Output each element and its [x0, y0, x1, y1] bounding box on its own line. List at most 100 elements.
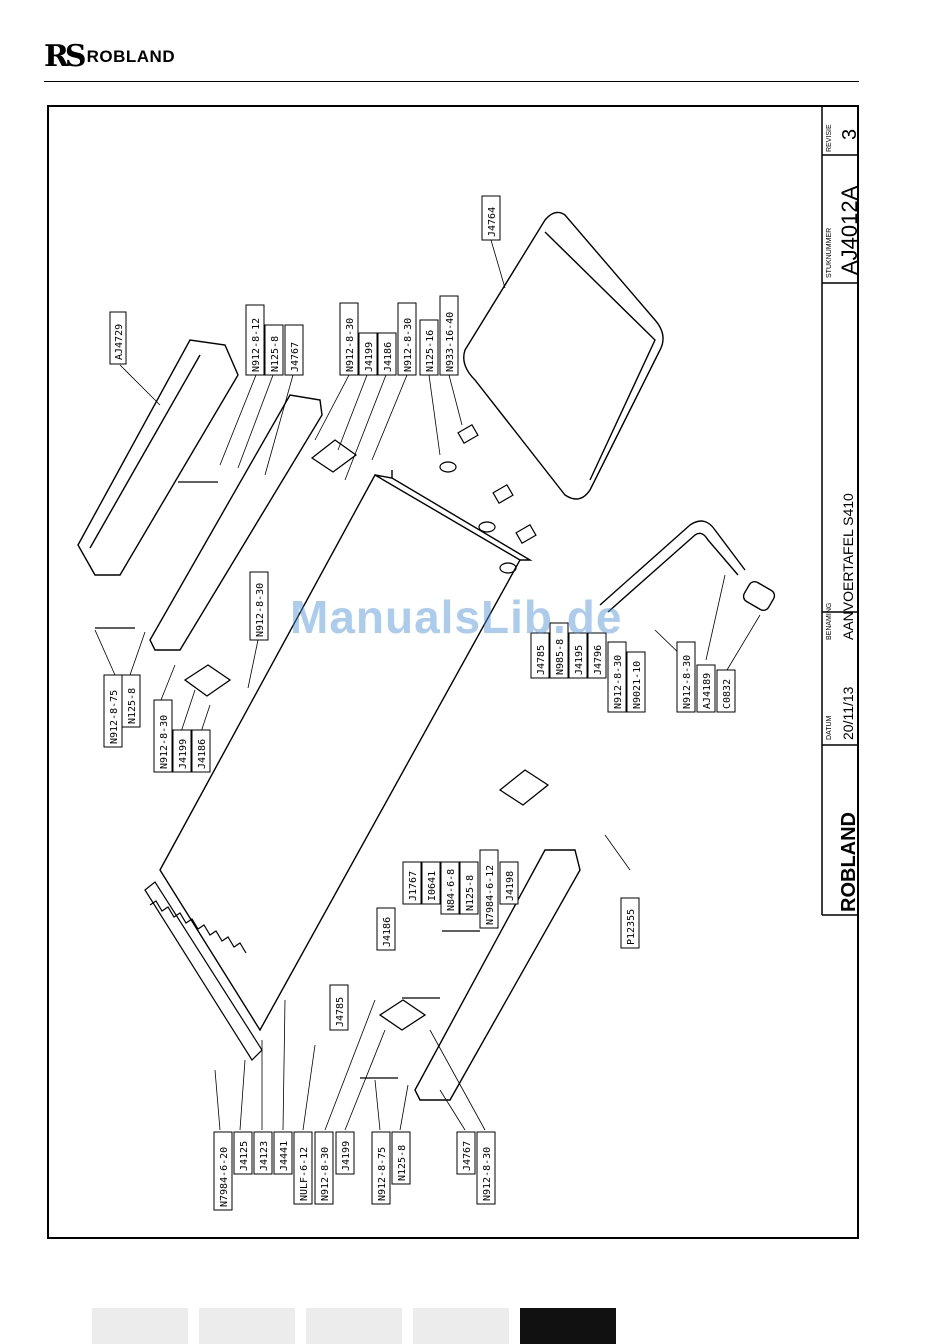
svg-text:J4199: J4199 [341, 1141, 352, 1171]
logo-brand: ROBLAND [86, 47, 176, 66]
svg-text:J4796: J4796 [593, 645, 604, 675]
svg-text:N7984-6-12: N7984-6-12 [485, 865, 496, 925]
svg-text:N933-16-40: N933-16-40 [445, 312, 456, 372]
callout-n912-8-30-a: N912-8-30 [339, 302, 359, 376]
callout-p12355: P12355 [620, 897, 640, 949]
svg-text:N912-8-30: N912-8-30 [403, 318, 414, 372]
callout-j4796: J4796 [587, 632, 607, 679]
svg-text:AJ4189: AJ4189 [702, 673, 713, 709]
scale-strip [144, 881, 263, 1061]
callout-n912-8-12: N912-8-12 [245, 304, 265, 376]
page-tab-4[interactable] [413, 1308, 509, 1344]
svg-text:N912-8-30: N912-8-30 [682, 655, 693, 709]
svg-text:N912-8-30: N912-8-30 [345, 318, 356, 372]
svg-text:N912-8-75: N912-8-75 [377, 1147, 388, 1201]
svg-text:N7984-6-20: N7984-6-20 [219, 1147, 230, 1207]
drawing-frame [47, 105, 859, 1239]
svg-text:J4123: J4123 [259, 1141, 270, 1171]
callout-nulf-6-12: NULF-6-12 [293, 1131, 313, 1205]
callout-j4199-b: J4199 [172, 729, 192, 773]
stuknummer-label: STUKNUMMER [826, 228, 833, 278]
benaming-label: BENAMING [826, 603, 833, 640]
title-block-brand: ROBLAND [838, 812, 860, 912]
callout-n125-8-b: N125-8 [121, 674, 141, 728]
callout-j4186-a: J4186 [377, 332, 397, 376]
svg-text:C0832: C0832 [722, 679, 733, 709]
callout-n9021-10: N9021-10 [626, 651, 646, 713]
callout-j4186-c: J4186 [376, 907, 396, 951]
svg-text:N912-8-12: N912-8-12 [251, 318, 262, 372]
callout-n912-8-30-c: N912-8-30 [249, 571, 269, 641]
svg-text:J4199: J4199 [364, 342, 375, 372]
callout-j1767: J1767 [402, 861, 422, 905]
svg-text:P12355: P12355 [626, 909, 637, 945]
callout-j4764: J4764 [481, 195, 501, 241]
svg-text:N125-8: N125-8 [397, 1145, 408, 1181]
callout-j4785-b: J4785 [329, 984, 349, 1031]
page-tab-1[interactable] [92, 1308, 188, 1344]
svg-text:NULF-6-12: NULF-6-12 [299, 1147, 310, 1201]
svg-text:J4785: J4785 [335, 997, 346, 1027]
callout-j4441: J4441 [273, 1131, 293, 1175]
cushion-pad [463, 211, 664, 500]
svg-text:J4186: J4186 [382, 917, 393, 947]
callout-n84-6-8: N84-6-8 [440, 861, 460, 915]
callout-j4123: J4123 [253, 1131, 273, 1175]
svg-text:I0641: I0641 [427, 871, 438, 901]
svg-text:J4125: J4125 [239, 1141, 250, 1171]
callout-j4785-a: J4785 [530, 632, 550, 679]
title-block [821, 107, 858, 916]
svg-text:N912-8-30: N912-8-30 [482, 1147, 493, 1201]
callout-n933-16-40: N933-16-40 [439, 295, 459, 376]
callout-j4195: J4195 [568, 632, 588, 679]
datum-value: 20/11/13 [840, 686, 856, 740]
callout-n7984-6-12: N7984-6-12 [479, 849, 499, 929]
watermark: ManualsLib.de [290, 591, 623, 643]
datum-label: DATUM [826, 715, 833, 740]
svg-text:AJ4729: AJ4729 [114, 324, 125, 360]
callout-c0832: C0832 [716, 669, 736, 713]
svg-text:N9021-10: N9021-10 [632, 661, 643, 709]
page-tabs [92, 1308, 616, 1344]
callout-n912-8-30-g: N912-8-30 [314, 1131, 334, 1205]
callout-n912-8-30-h: N912-8-30 [476, 1131, 496, 1205]
callout-i0641: I0641 [421, 861, 441, 905]
svg-text:N912-8-30: N912-8-30 [613, 655, 624, 709]
revisie-value: 3 [839, 129, 861, 140]
page-tab-5-active[interactable] [520, 1308, 616, 1344]
svg-text:J4186: J4186 [197, 739, 208, 769]
svg-text:J4785: J4785 [536, 645, 547, 675]
callout-n125-8-c: N125-8 [459, 861, 479, 915]
revisie-label: REVISIE [826, 124, 833, 152]
callout-n125-16: N125-16 [419, 319, 439, 376]
callout-aj4189: AJ4189 [696, 664, 716, 713]
callout-n985-8: N985-8 [549, 622, 569, 679]
svg-text:N125-8: N125-8 [270, 336, 281, 372]
stuknummer-value: AJ4012A [837, 185, 862, 275]
callout-j4186-b: J4186 [191, 729, 211, 773]
robland-logo: RS ROBLAND [44, 42, 175, 72]
callout-n912-8-75-a: N912-8-75 [103, 674, 123, 748]
svg-text:N84-6-8: N84-6-8 [446, 869, 457, 911]
callout-n912-8-75-b: N912-8-75 [371, 1131, 391, 1205]
svg-text:J4764: J4764 [487, 207, 498, 237]
svg-text:N912-8-30: N912-8-30 [159, 715, 170, 769]
svg-text:J4767: J4767 [462, 1141, 473, 1171]
handle-aj4189 [599, 520, 776, 613]
callout-j4125: J4125 [233, 1131, 253, 1175]
callout-j4199-a: J4199 [358, 332, 378, 376]
callout-n125-8-d: N125-8 [391, 1131, 411, 1185]
svg-text:N985-8: N985-8 [555, 639, 566, 675]
page-tab-2[interactable] [199, 1308, 295, 1344]
callout-n125-8: N125-8 [264, 324, 284, 376]
brackets [183, 439, 550, 1031]
logo-mark: RS [44, 39, 87, 74]
callout-n7984-6-20: N7984-6-20 [213, 1131, 233, 1211]
svg-text:N912-8-75: N912-8-75 [109, 690, 120, 744]
callout-aj4729: AJ4729 [109, 311, 127, 365]
page-tab-3[interactable] [306, 1308, 402, 1344]
svg-text:J4198: J4198 [505, 871, 516, 901]
benaming-value: AANVOERTAFEL S410 [840, 493, 856, 640]
svg-text:J1767: J1767 [408, 871, 419, 901]
